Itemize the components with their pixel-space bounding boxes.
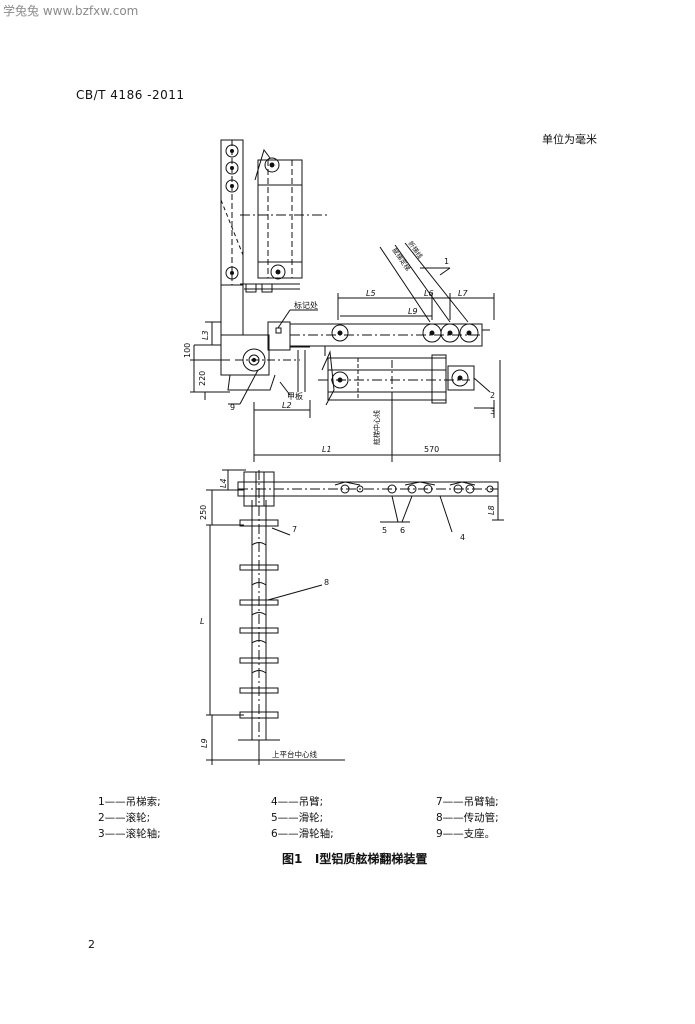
legend-column-1: 1——吊梯索; 2——滚轮; 3——滚轮轴; [98,794,161,842]
dim-L4: L4 [219,478,228,488]
dim-250: 250 [199,505,208,520]
roller [225,179,239,193]
lower-carriage [327,357,447,401]
lower-view [206,469,504,765]
fold-line-label-2: 舷梯定梯 [390,246,413,273]
figure-caption: 图1 I型铝质舷梯翻梯装置 [282,852,428,866]
clamp [239,627,279,634]
dim-L7: L7 [458,289,468,298]
legend-item: 9——支座。 [436,828,496,840]
callout-1: 1 [444,257,449,266]
watermark: 学兔兔 www.bzfxw.com [3,4,139,18]
ladder-centerline-label: 舷梯中心线 [372,410,381,445]
dim-L6: L6 [424,289,434,298]
callout-4: 4 [460,533,465,542]
dim-L: L [200,617,204,626]
legend-item: 5——滑轮; [271,812,324,824]
legend-column-3: 7——吊臂轴; 8——传动管; 9——支座。 [436,794,499,842]
callout-7: 7 [292,525,297,534]
page-number: 2 [88,938,95,951]
dim-220: 220 [198,371,207,386]
callout-2: 2 [490,391,495,400]
dim-L8: L8 [487,505,496,515]
roller [225,161,239,175]
upper-view [190,139,501,462]
support-post [220,284,244,336]
clamp [239,599,279,606]
callout-9: 9 [230,403,235,412]
callout-6: 6 [400,526,405,535]
clamp [239,519,279,527]
unit-note: 单位为毫米 [542,133,597,146]
clamp [239,687,279,694]
legend-item: 3——滚轮轴; [98,828,161,840]
clamp [239,657,279,664]
dim-L3: L3 [201,330,210,340]
callout-8: 8 [324,578,329,587]
roller [225,266,239,280]
roller [225,144,239,158]
legend-item: 8——传动管; [436,812,499,824]
dim-100: 100 [183,343,192,358]
legend-item: 2——滚轮; [98,812,151,824]
mark-label: 标记处 [294,300,318,310]
suspended-carriage [257,159,303,279]
document-number: CB/T 4186 -2011 [76,88,185,102]
callout-3: 3 [490,407,495,416]
legend-item: 1——吊梯索; [98,796,161,808]
dim-L1: L1 [322,445,332,454]
legend-column-2: 4——吊臂; 5——滑轮; 6——滑轮轴; [271,794,334,842]
legend-item: 7——吊臂轴; [436,796,499,808]
legend-item: 6——滑轮轴; [271,828,334,840]
dim-L2: L2 [282,401,292,410]
fold-line-label-1: 折梯线 [406,239,425,261]
clamp [239,564,279,571]
dim-L9-top: L9 [408,307,418,316]
dim-570: 570 [424,445,439,454]
support-base [220,334,270,376]
legend-item: 4——吊臂; [271,796,324,808]
callout-5: 5 [382,526,387,535]
platform-centerline-label: 上平台中心线 [272,749,317,759]
dim-L5: L5 [366,289,376,298]
deck-label: 甲板 [287,391,303,401]
dim-L9: L9 [200,738,209,748]
